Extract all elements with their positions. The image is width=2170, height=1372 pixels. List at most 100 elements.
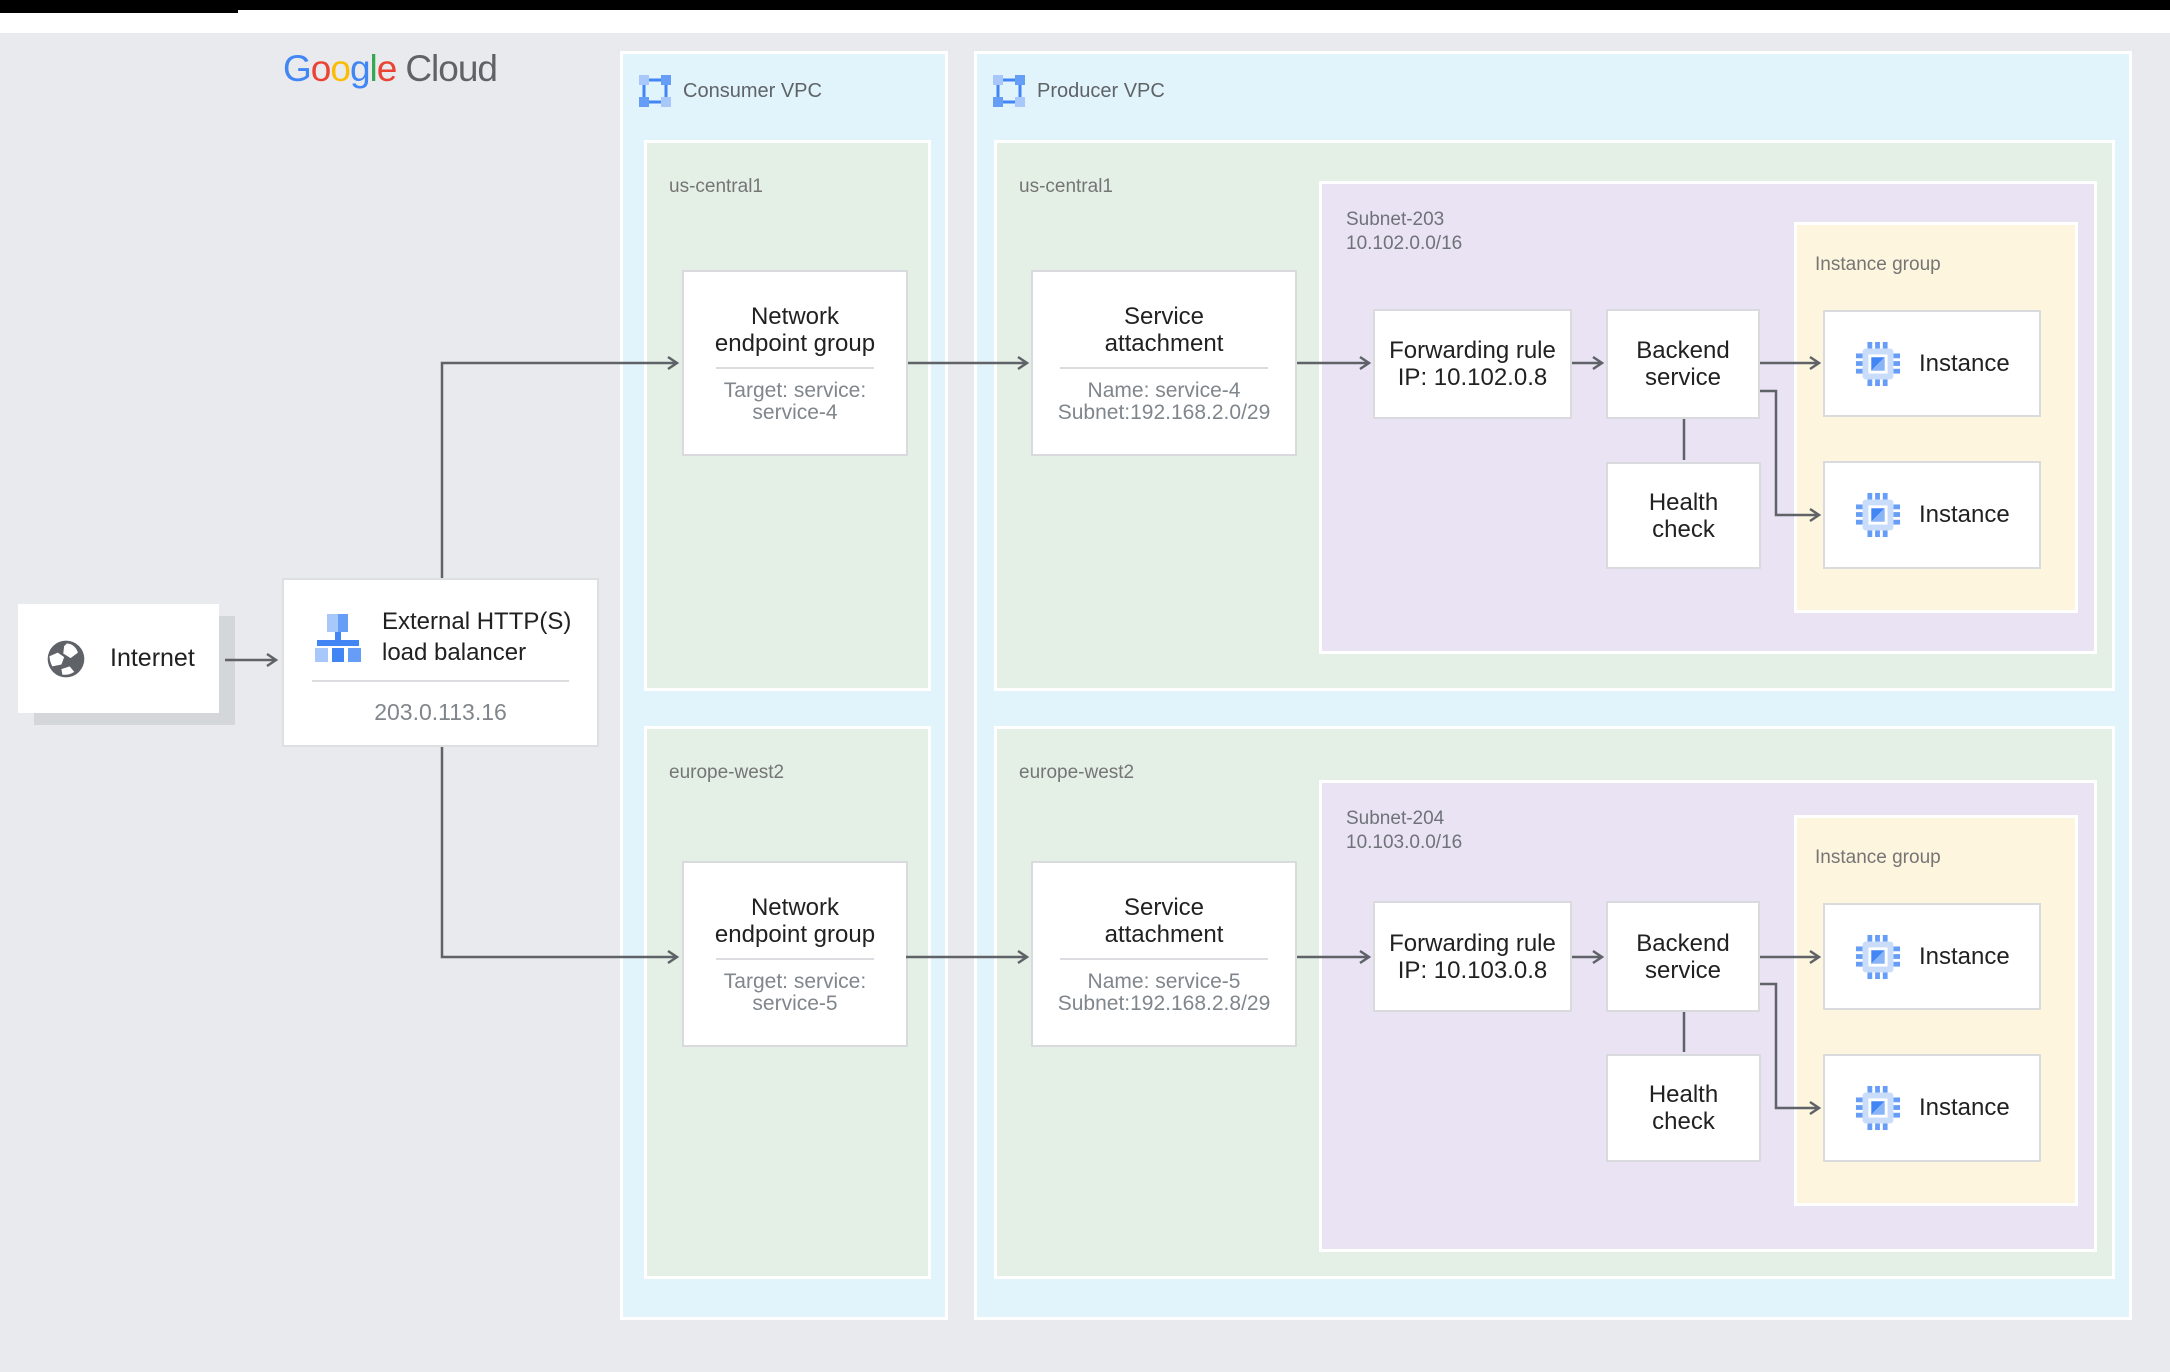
load-balancer-icon — [312, 611, 364, 663]
top-edge-line — [0, 0, 2170, 10]
forwarding-rule-node-2: Forwarding rule IP: 10.103.0.8 — [1373, 901, 1572, 1012]
external-http-load-balancer-node: External HTTP(S) load balancer 203.0.113… — [282, 578, 599, 747]
instance-label: Instance — [1919, 1094, 2010, 1121]
node-title: Network endpoint group — [715, 894, 875, 948]
node-title-line: endpoint group — [714, 920, 876, 948]
service-attachment-node-us-central1: Service attachment Name: service-4 Subne… — [1031, 270, 1297, 456]
subnet-label: Subnet-204 10.103.0.0/16 — [1322, 783, 2094, 855]
lb-title-line: External HTTP(S) — [382, 608, 572, 635]
node-title-line: attachment — [1104, 920, 1224, 948]
neg-node-europe-west2: Network endpoint group Target: service: … — [682, 861, 908, 1047]
region-label: us-central1 — [1019, 176, 1113, 197]
logo-letter: l — [369, 48, 378, 89]
subnet-name: Subnet-203 — [1346, 209, 1445, 230]
node-title-line: Network — [750, 893, 839, 921]
backend-service-node-2: Backend service — [1606, 901, 1760, 1012]
node-title-line: Backend — [1636, 337, 1730, 364]
region-label: europe-west2 — [669, 762, 785, 783]
node-title-line: service — [1644, 364, 1722, 391]
node-title-line: check — [1652, 1108, 1715, 1135]
node-subtext-line: Subnet:192.168.2.8/29 — [1057, 991, 1271, 1015]
health-check-node-2: Health check — [1606, 1054, 1761, 1162]
instance-group-label: Instance group — [1815, 254, 1941, 275]
logo-letter: o — [310, 48, 332, 89]
node-title: Network endpoint group — [715, 303, 875, 357]
node-subtext: Target: service: service-4 — [723, 378, 867, 424]
lb-ip-address: 203.0.113.16 — [374, 699, 507, 725]
compute-instance-icon — [1855, 934, 1901, 980]
node-title-line: Network — [750, 302, 839, 330]
node-title: Service attachment — [1105, 894, 1224, 948]
node-title-line: IP: 10.102.0.8 — [1397, 364, 1548, 391]
divider — [716, 366, 874, 369]
node-subtext-line: Name: service-4 — [1087, 378, 1241, 402]
node-title-line: Backend — [1636, 929, 1730, 957]
node-subtext-line: Name: service-5 — [1087, 969, 1241, 993]
lb-title-line: load balancer — [382, 639, 527, 666]
node-title: Health check — [1649, 1081, 1718, 1135]
vpc-icon — [638, 74, 672, 108]
node-title-line: IP: 10.103.0.8 — [1397, 956, 1548, 984]
node-title-line: attachment — [1104, 329, 1224, 357]
divider — [1060, 366, 1268, 369]
top-left-black-bar — [0, 0, 238, 13]
node-title: Backend service — [1636, 930, 1729, 984]
node-title: Forwarding rule IP: 10.103.0.8 — [1389, 930, 1556, 984]
neg-node-us-central1: Network endpoint group Target: service: … — [682, 270, 908, 456]
subnet-cidr: 10.102.0.0/16 — [1346, 233, 1463, 254]
logo-letter: G — [283, 48, 312, 89]
node-title-line: Health — [1648, 488, 1719, 516]
node-subtext-line: Target: service: — [723, 378, 867, 402]
consumer-vpc-header: Consumer VPC — [623, 54, 945, 108]
instance-node-1: Instance — [1823, 310, 2041, 417]
globe-icon — [44, 637, 88, 681]
node-title: Service attachment — [1105, 303, 1224, 357]
consumer-vpc-label: Consumer VPC — [683, 79, 822, 102]
node-subtext-line: Target: service: — [723, 969, 867, 993]
logo-cloud-word: Cloud — [405, 48, 498, 89]
internet-label: Internet — [110, 644, 195, 672]
node-title-line: Forwarding rule — [1389, 337, 1556, 364]
logo-letter: g — [349, 48, 371, 89]
instance-label: Instance — [1919, 501, 2010, 528]
logo-letter: e — [376, 48, 398, 89]
instance-group-label: Instance group — [1815, 847, 1941, 868]
node-title-line: service — [1644, 956, 1722, 984]
node-subtext: Target: service: service-5 — [723, 969, 867, 1015]
producer-vpc-label: Producer VPC — [1037, 79, 1165, 102]
node-subtext-line: service-4 — [752, 400, 838, 424]
compute-instance-icon — [1855, 341, 1901, 387]
region-label: us-central1 — [669, 176, 763, 197]
node-subtext-line: Subnet:192.168.2.0/29 — [1057, 400, 1271, 424]
instance-node-3: Instance — [1823, 903, 2041, 1010]
node-subtext: Name: service-4 Subnet:192.168.2.0/29 — [1057, 378, 1271, 424]
health-check-node-1: Health check — [1606, 462, 1761, 569]
instance-node-4: Instance — [1823, 1054, 2041, 1162]
lb-title: External HTTP(S) load balancer — [382, 606, 571, 668]
producer-vpc-header: Producer VPC — [977, 54, 2129, 108]
subnet-name: Subnet-204 — [1346, 808, 1445, 829]
instance-label: Instance — [1919, 942, 2010, 970]
instance-label: Instance — [1919, 349, 2010, 377]
node-title-line: Service — [1123, 893, 1204, 921]
compute-instance-icon — [1855, 1085, 1901, 1131]
region-label: europe-west2 — [1019, 762, 1135, 783]
node-title: Forwarding rule IP: 10.102.0.8 — [1389, 337, 1556, 391]
node-title-line: Service — [1123, 302, 1204, 330]
compute-instance-icon — [1855, 492, 1901, 538]
backend-service-node-1: Backend service — [1606, 309, 1760, 419]
divider — [312, 680, 569, 682]
node-title: Backend service — [1636, 337, 1729, 391]
node-title-line: Health — [1648, 1081, 1719, 1108]
node-title-line: check — [1652, 515, 1715, 543]
service-attachment-node-europe-west2: Service attachment Name: service-5 Subne… — [1031, 861, 1297, 1047]
subnet-label: Subnet-203 10.102.0.0/16 — [1322, 184, 2094, 256]
node-title-line: endpoint group — [714, 329, 876, 357]
node-title-line: Forwarding rule — [1389, 929, 1556, 957]
divider — [1060, 957, 1268, 960]
node-subtext: Name: service-5 Subnet:192.168.2.8/29 — [1057, 969, 1271, 1015]
instance-node-2: Instance — [1823, 461, 2041, 569]
divider — [716, 957, 874, 960]
